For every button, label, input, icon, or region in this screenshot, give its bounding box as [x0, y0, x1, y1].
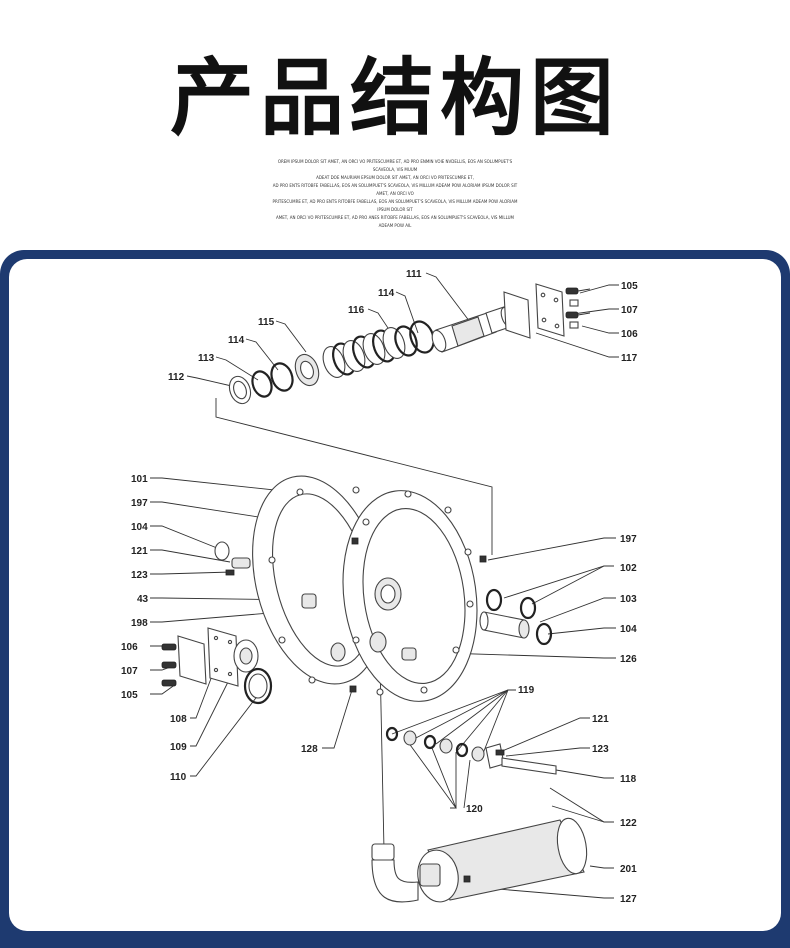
- callout-120: 120: [466, 804, 483, 815]
- callout-197: 197: [620, 534, 637, 545]
- fine-print-line: ADEAT DOE MAURIAM EPSUM DOLOR SIT AMET, …: [316, 175, 474, 180]
- callout-106: 106: [621, 329, 638, 340]
- callout-43: 43: [137, 594, 149, 605]
- callout-123: 123: [131, 570, 148, 581]
- callout-121: 121: [131, 546, 148, 557]
- callout-101: 101: [131, 474, 148, 485]
- callout-104: 104: [131, 522, 148, 533]
- callout-labels: 111 114 116 115 114 113 112 105 107 106 …: [121, 269, 638, 905]
- filter-assembly: [371, 726, 588, 903]
- callout-103: 103: [620, 594, 637, 605]
- callout-118: 118: [620, 774, 637, 785]
- fine-print-line: AMET, AN ORCI VO PRITESCUMRE ET, AD PRO …: [276, 215, 514, 228]
- callout-115: 115: [258, 317, 275, 328]
- side-port-parts: [479, 588, 553, 646]
- callout-104: 104: [620, 624, 637, 635]
- callout-119: 119: [518, 685, 535, 696]
- callout-110: 110: [170, 772, 187, 783]
- callout-123: 123: [592, 744, 609, 755]
- callout-197: 197: [131, 498, 148, 509]
- callout-109: 109: [170, 742, 187, 753]
- callout-102: 102: [620, 563, 637, 574]
- callout-127: 127: [620, 894, 637, 905]
- shaft-seal-assembly: [228, 283, 591, 405]
- callout-112: 112: [168, 372, 185, 383]
- callout-114: 114: [228, 335, 245, 346]
- fine-print-block: OREM IPSUM DOLOR SIT AMET, AN ORCI VO PR…: [270, 158, 520, 230]
- callout-117: 117: [621, 353, 638, 364]
- callout-198: 198: [131, 618, 148, 629]
- callout-105: 105: [621, 281, 638, 292]
- fine-print-line: AD PRO ENTS RITOBFE FABELLAS, EOS AN SOL…: [272, 183, 518, 196]
- callout-107: 107: [621, 305, 638, 316]
- callout-201: 201: [620, 864, 637, 875]
- callout-128: 128: [301, 744, 318, 755]
- fine-print-line: OREM IPSUM DOLOR SIT AMET, AN ORCI VO PR…: [277, 159, 513, 172]
- callout-106: 106: [121, 642, 138, 653]
- callout-111: 111: [406, 269, 422, 280]
- callout-114: 114: [378, 288, 395, 299]
- callout-113: 113: [198, 353, 215, 364]
- callout-126: 126: [620, 654, 637, 665]
- callout-121: 121: [592, 714, 609, 725]
- callout-122: 122: [620, 818, 637, 829]
- housing-body: [252, 475, 487, 702]
- callout-105: 105: [121, 690, 138, 701]
- fine-print-line: PRITESCUMRE ET, AD PRO ENTS RITOBFE FABE…: [272, 199, 518, 212]
- page-title: 产品结构图: [169, 49, 620, 147]
- cover-plate-parts: [161, 541, 273, 705]
- callout-107: 107: [121, 666, 138, 677]
- callout-108: 108: [170, 714, 187, 725]
- callout-116: 116: [348, 305, 365, 316]
